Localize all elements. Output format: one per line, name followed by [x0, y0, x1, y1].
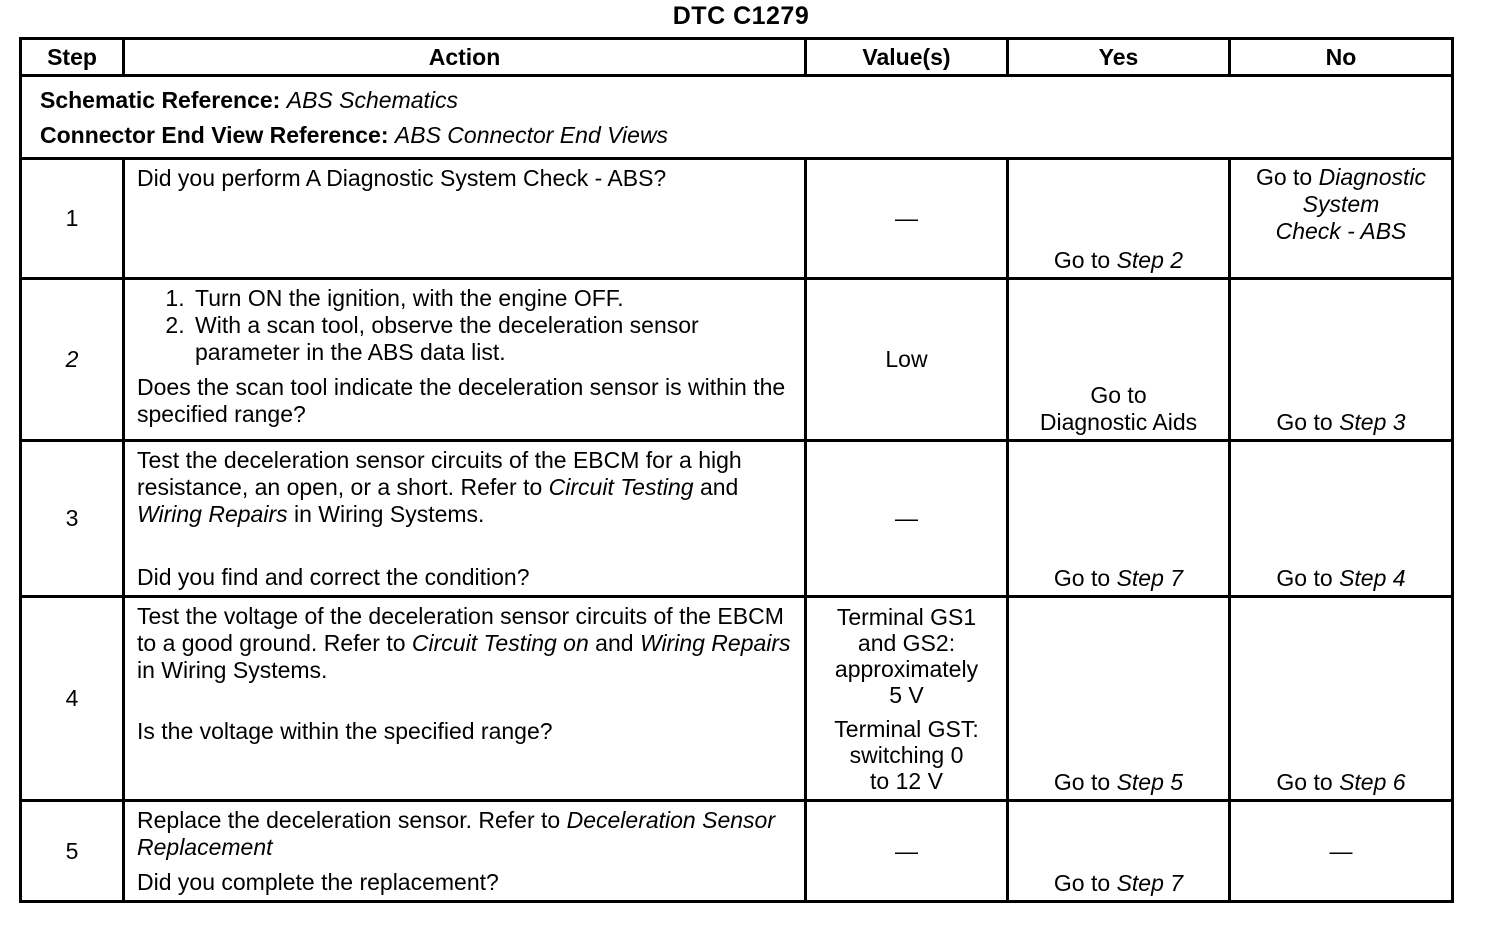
- header-no: No: [1228, 37, 1454, 77]
- yes-link[interactable]: Step 2: [1116, 247, 1184, 273]
- value-cell: Terminal GS1 and GS2: approximately 5 V …: [804, 595, 1009, 802]
- schematic-reference-label: Schematic Reference:: [40, 87, 281, 113]
- sensor-replacement-link[interactable]: Deceleration Sensor Replacement: [137, 807, 775, 860]
- header-row: Step Action Value(s) Yes No: [19, 37, 1454, 77]
- header-action: Action: [122, 37, 807, 77]
- value-cell: —: [804, 157, 1009, 280]
- header-step: Step: [19, 37, 125, 77]
- action-cell: Replace the deceleration sensor. Refer t…: [122, 799, 807, 903]
- action-text: Replace the deceleration sensor. Refer t…: [137, 807, 775, 860]
- connector-reference-link[interactable]: ABS Connector End Views: [394, 122, 669, 148]
- yes-cell: Go to Step 7: [1006, 799, 1231, 903]
- no-cell: Go to Step 3: [1228, 277, 1454, 442]
- step-number: 2: [19, 277, 125, 442]
- yes-cell: Go to Diagnostic Aids: [1006, 277, 1231, 442]
- wiring-repairs-link[interactable]: Wiring Repairs: [137, 501, 288, 527]
- value-cell: Low: [804, 277, 1009, 442]
- yes-cell: Go to Step 5: [1006, 595, 1231, 802]
- no-link[interactable]: Step 4: [1339, 565, 1406, 591]
- list-item: Turn ON the ignition, with the engine OF…: [191, 285, 794, 312]
- reference-row: Schematic Reference: ABS Schematics Conn…: [19, 74, 1454, 160]
- connector-reference: Connector End View Reference: ABS Connec…: [40, 118, 1433, 153]
- yes-cell: Go to Step 2: [1006, 157, 1231, 280]
- yes-link[interactable]: Step 7: [1116, 870, 1184, 896]
- yes-link[interactable]: Step 7: [1116, 565, 1184, 591]
- action-text: Test the deceleration sensor circuits of…: [137, 447, 742, 527]
- diagnostic-table: Step Action Value(s) Yes No Schematic Re…: [19, 37, 1454, 903]
- action-question: Is the voltage within the specified rang…: [137, 718, 553, 744]
- action-cell: Test the voltage of the deceleration sen…: [122, 595, 807, 802]
- action-question: Did you complete the replacement?: [137, 869, 499, 895]
- no-link[interactable]: Step 6: [1339, 769, 1406, 795]
- action-question: Did you perform A Diagnostic System Chec…: [137, 165, 667, 191]
- action-question: Did you find and correct the condition?: [137, 564, 530, 590]
- action-steps-list: Turn ON the ignition, with the engine OF…: [137, 285, 794, 366]
- page-title: DTC C1279: [672, 2, 810, 30]
- schematic-reference-link[interactable]: ABS Schematics: [286, 87, 459, 113]
- yes-link[interactable]: Diagnostic Aids: [1039, 409, 1198, 435]
- step-number: 5: [19, 799, 125, 903]
- table-row: 1 Did you perform A Diagnostic System Ch…: [19, 157, 1454, 280]
- list-item: With a scan tool, observe the decelerati…: [191, 312, 794, 366]
- no-link-line3[interactable]: Check - ABS: [1275, 218, 1407, 244]
- value-cell: —: [804, 799, 1009, 903]
- no-link[interactable]: Diagnostic: [1318, 164, 1427, 190]
- step-number: 3: [19, 439, 125, 598]
- no-cell: Go to Step 6: [1228, 595, 1454, 802]
- table-row: 3 Test the deceleration sensor circuits …: [19, 439, 1454, 598]
- action-cell: Test the deceleration sensor circuits of…: [122, 439, 807, 598]
- value-cell: —: [804, 439, 1009, 598]
- table-row: 5 Replace the deceleration sensor. Refer…: [19, 799, 1454, 903]
- no-link[interactable]: Step 3: [1339, 409, 1406, 435]
- no-cell: —: [1228, 799, 1454, 903]
- circuit-testing-link[interactable]: Circuit Testing: [548, 474, 694, 500]
- step-number: 1: [19, 157, 125, 280]
- action-cell: Turn ON the ignition, with the engine OF…: [122, 277, 807, 442]
- no-link-line2[interactable]: System: [1302, 191, 1380, 217]
- no-cell: Go to Diagnostic System Check - ABS: [1228, 157, 1454, 280]
- wiring-repairs-link[interactable]: Wiring Repairs: [639, 630, 791, 656]
- action-text: Test the voltage of the deceleration sen…: [137, 603, 791, 683]
- no-cell: Go to Step 4: [1228, 439, 1454, 598]
- header-values: Value(s): [804, 37, 1009, 77]
- table-row: 4 Test the voltage of the deceleration s…: [19, 595, 1454, 802]
- action-cell: Did you perform A Diagnostic System Chec…: [122, 157, 807, 280]
- connector-reference-label: Connector End View Reference:: [40, 122, 389, 148]
- schematic-reference: Schematic Reference: ABS Schematics: [40, 83, 1433, 118]
- yes-link[interactable]: Step 5: [1116, 769, 1184, 795]
- reference-cell: Schematic Reference: ABS Schematics Conn…: [19, 74, 1454, 160]
- action-question: Does the scan tool indicate the decelera…: [137, 374, 786, 427]
- table-row: 2 Turn ON the ignition, with the engine …: [19, 277, 1454, 442]
- header-yes: Yes: [1006, 37, 1231, 77]
- yes-cell: Go to Step 7: [1006, 439, 1231, 598]
- step-number: 4: [19, 595, 125, 802]
- circuit-testing-link[interactable]: Circuit Testing on: [411, 630, 589, 656]
